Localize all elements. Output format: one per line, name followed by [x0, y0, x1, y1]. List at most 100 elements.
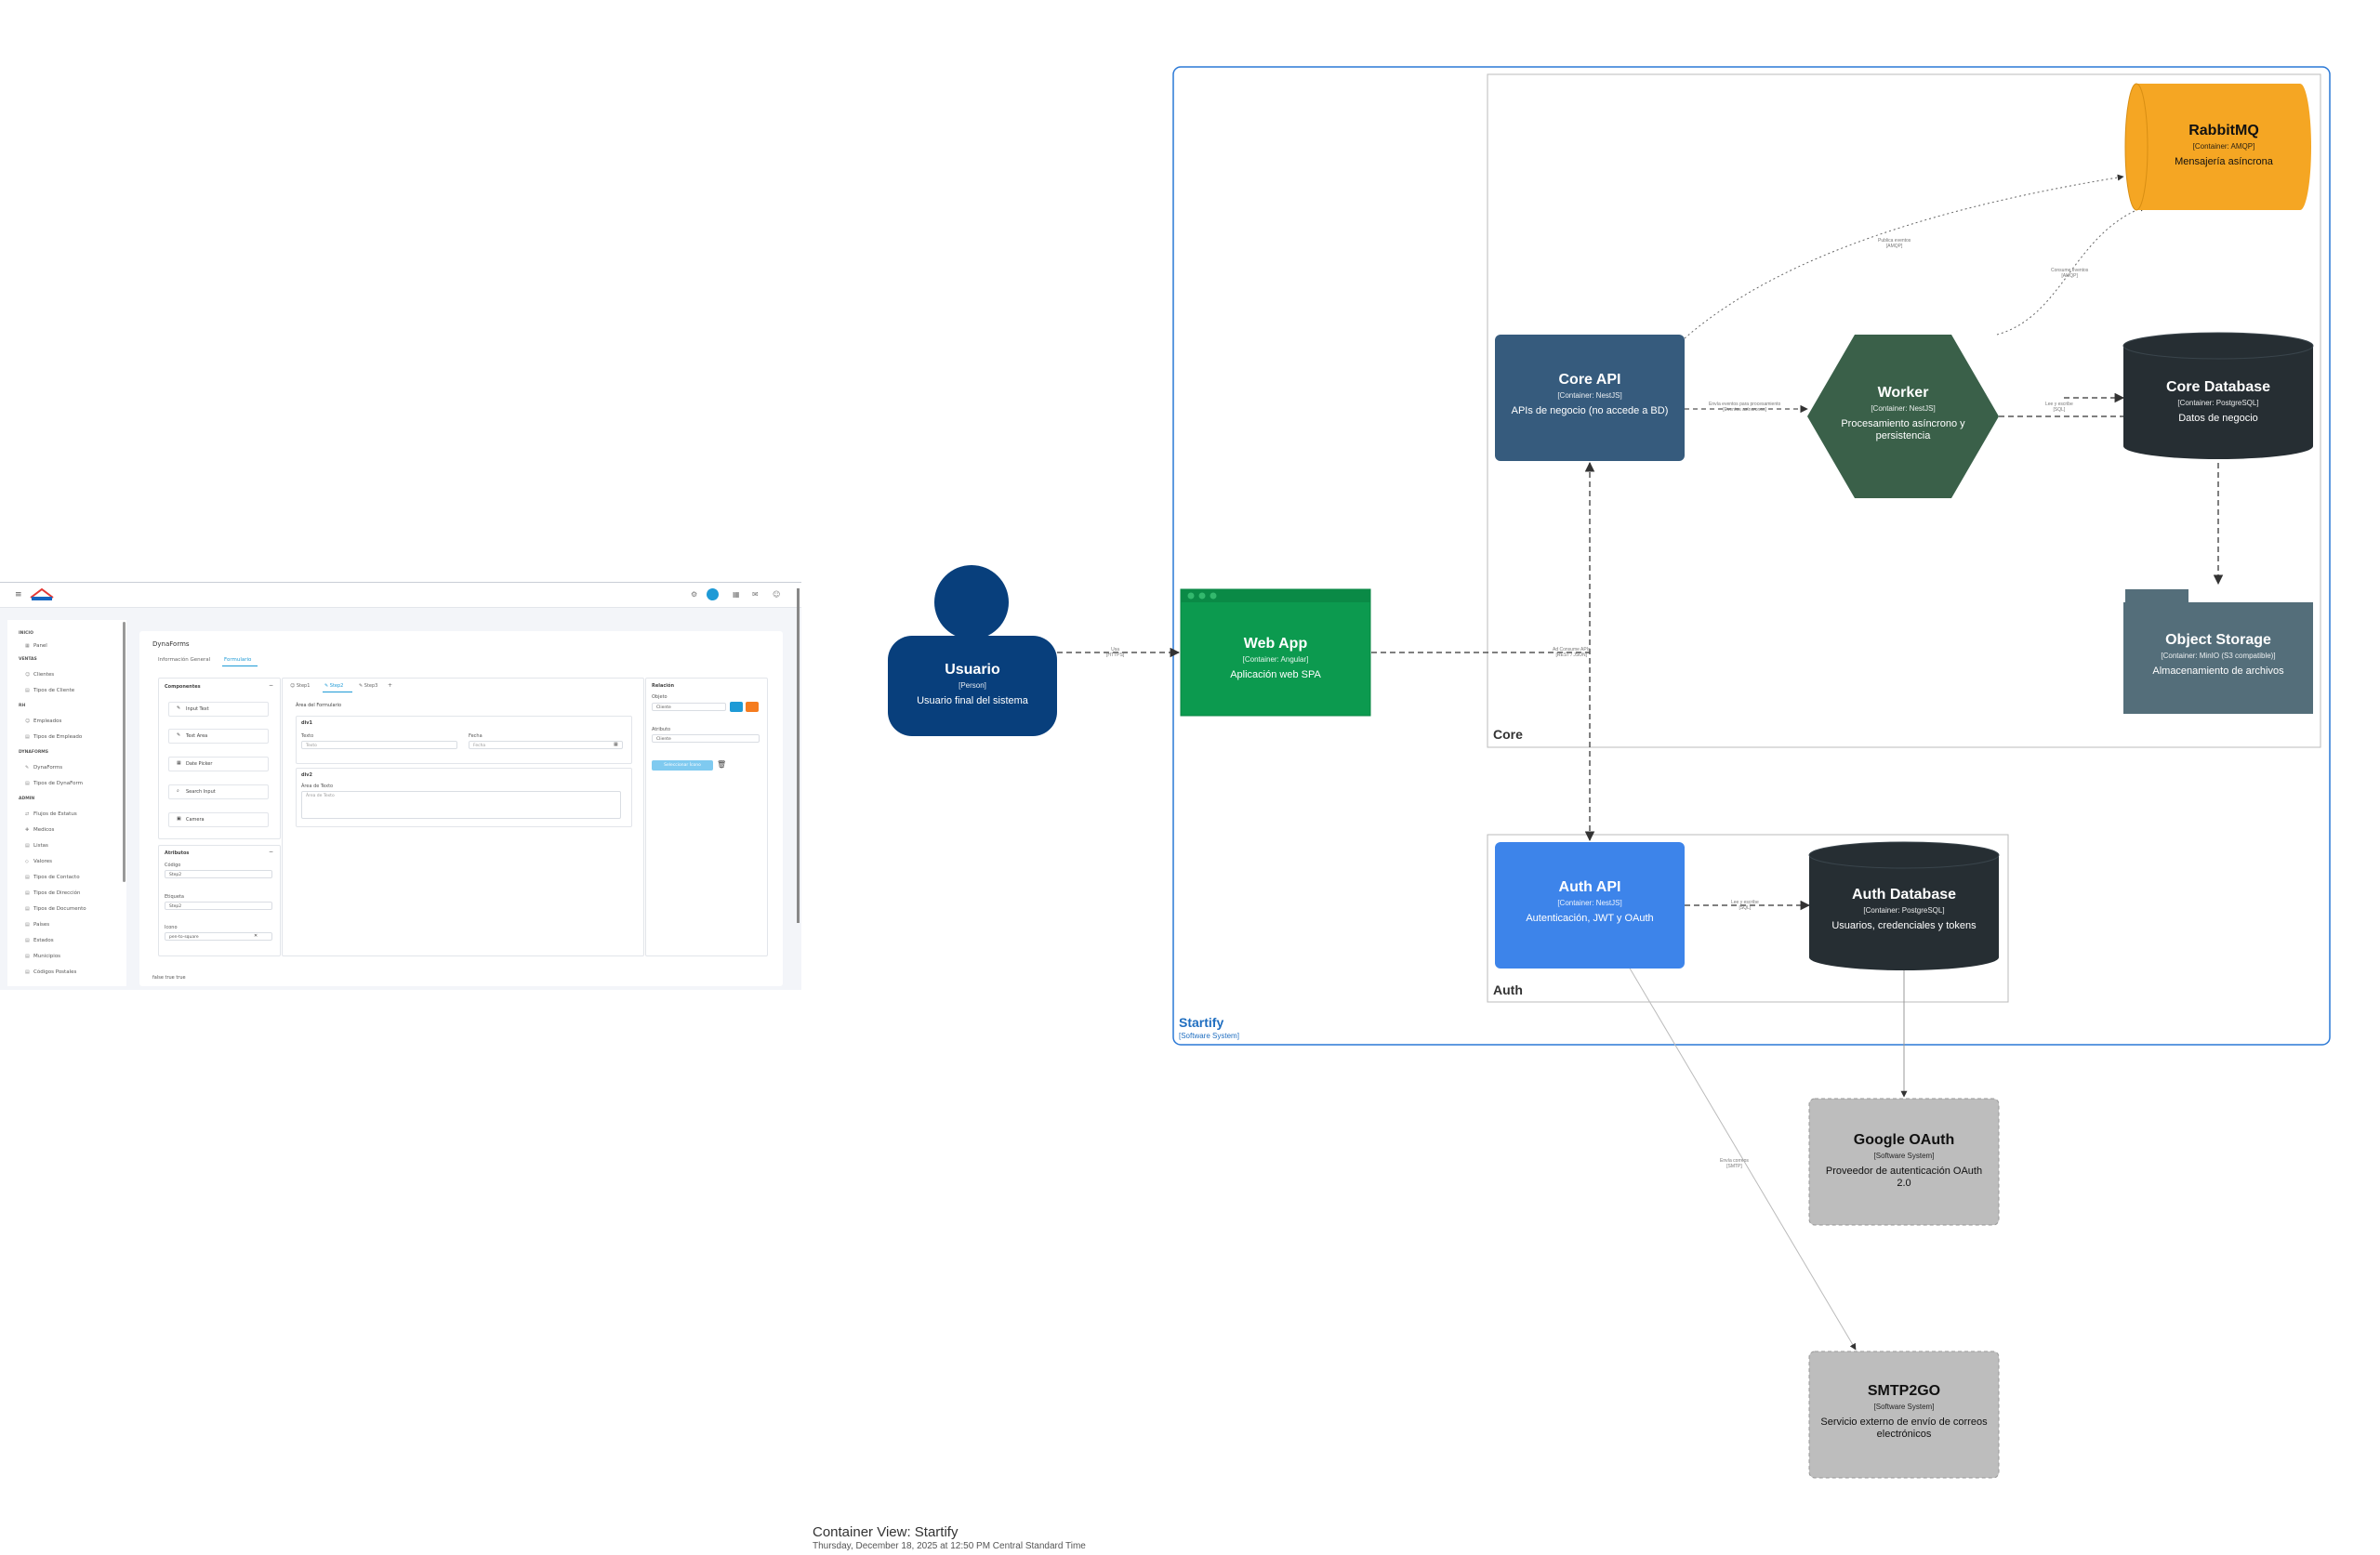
sidebar-item-valores[interactable]: ◇Valores [25, 859, 52, 864]
add-button[interactable] [746, 702, 759, 712]
edge-authapi-smtp [1628, 966, 1857, 1351]
texto-label: Texto [301, 733, 314, 739]
auth-db-node: Auth Database [Container: PostgreSQL] Us… [1809, 887, 1999, 932]
objeto-label: Objeto [652, 694, 668, 700]
core-db-desc: Datos de negocio [2178, 413, 2258, 424]
step-tab-1[interactable]: ☺ Step1 [290, 683, 311, 689]
edge-label-core-worker: Envía eventos para procesamiento [Evento… [1709, 402, 1781, 413]
inbox-icon[interactable]: ✉ [752, 590, 759, 599]
atributo-select[interactable]: Cliente [652, 734, 760, 743]
sidebar-item-tipos-empleado[interactable]: ▤Tipos de Empleado [25, 734, 83, 740]
component-input-text[interactable]: ✎Input Text [168, 702, 269, 717]
component-camera[interactable]: ▣Camera [168, 812, 269, 827]
menu-icon[interactable]: ≡ [15, 590, 22, 600]
auth-boundary [1487, 834, 2009, 1003]
auth-db-title: Auth Database [1851, 887, 1957, 903]
users-icon: ☺ [25, 672, 31, 678]
sidebar-item-codigos-postales[interactable]: ▤Códigos Postales [25, 969, 77, 975]
core-api-node: Core API [Container: NestJS] APIs de neg… [1495, 372, 1685, 417]
worker-type: [Container: NestJS] [1871, 404, 1936, 413]
select-icon-button[interactable]: Seleccionar Ícono [652, 760, 713, 771]
add-step-icon[interactable]: + [388, 682, 393, 689]
core-db-node: Core Database [Container: PostgreSQL] Da… [2123, 379, 2313, 425]
fecha-label: Fecha [469, 733, 483, 739]
clear-icon[interactable]: ✕ [254, 933, 258, 939]
active-circle-icon[interactable] [707, 588, 719, 600]
sidebar-item-tipos-dynaform[interactable]: ▤Tipos de DynaForm [25, 781, 84, 786]
date-picker-icon[interactable]: ▦ [614, 742, 618, 747]
div2-container: div2 Área de Texto Área de Texto [296, 768, 632, 827]
flow-icon: ⇄ [25, 811, 30, 817]
icono-select[interactable]: pen-to-square [165, 932, 272, 941]
google-oauth-desc: Proveedor de autenticación OAuth 2.0 [1825, 1166, 1983, 1189]
component-date-picker[interactable]: ▦Date Picker [168, 757, 269, 771]
form-area-title: Área del Formulario [296, 703, 342, 708]
user-icon[interactable]: ☺ [773, 590, 781, 599]
sidebar-scrollbar[interactable] [123, 622, 126, 882]
search-button[interactable] [730, 702, 743, 712]
sidebar-item-estados[interactable]: ▤Estados [25, 938, 54, 943]
sidebar-item-tipos-documento[interactable]: ▤Tipos de Documento [25, 906, 86, 912]
object-storage-type: [Container: MinIO (S3 compatible)] [2161, 652, 2276, 660]
tag-icon: ◇ [25, 859, 29, 864]
auth-boundary-title: Auth [1493, 982, 1523, 997]
sidebar-section-inicio: INICIO [19, 631, 33, 636]
sidebar-item-tipos-cliente[interactable]: ▤Tipos de Cliente [25, 688, 75, 693]
list-icon: ▤ [25, 954, 30, 959]
list-icon: ▤ [25, 938, 30, 943]
codigo-field[interactable]: Step2 [165, 870, 272, 878]
rabbitmq-title: RabbitMQ [2188, 123, 2259, 138]
step-tab-3[interactable]: ✎ Step3 [359, 683, 378, 689]
list-icon: ▤ [25, 734, 30, 740]
sidebar-item-tipos-contacto[interactable]: ▤Tipos de Contacto [25, 875, 80, 880]
usuario-head [934, 565, 1009, 639]
sidebar-item-tipos-direccion[interactable]: ▤Tipos de Dirección [25, 890, 81, 896]
collapse-icon[interactable]: − [269, 849, 274, 855]
collapse-icon[interactable]: − [269, 682, 274, 689]
component-text-area[interactable]: ✎Text Area [168, 729, 269, 744]
components-card: Componentes − ✎Input Text ✎Text Area ▦Da… [158, 678, 281, 839]
sidebar-item-municipios[interactable]: ▤Municipios [25, 954, 61, 959]
worker-node: Worker [Container: NestJS] Procesamiento… [1835, 385, 1971, 442]
sidebar-item-paises[interactable]: ▤Países [25, 922, 50, 928]
smtp2go-node: SMTP2GO [Software System] Servicio exter… [1818, 1383, 1990, 1441]
sidebar-item-clientes[interactable]: ☺Clientes [25, 672, 55, 678]
sidebar-item-flujos[interactable]: ⇄Flujos de Estatus [25, 811, 77, 817]
sidebar-item-medicos[interactable]: ✚Medicos [25, 827, 55, 833]
auth-db-cylinder [1809, 842, 1999, 970]
right-scrollbar[interactable] [797, 588, 800, 923]
tab-informacion-general[interactable]: Información General [158, 657, 211, 663]
div1-label: div1 [301, 720, 313, 726]
etiqueta-field[interactable]: Step2 [165, 902, 272, 910]
worker-hexagon [1807, 335, 1999, 498]
step-tab-2[interactable]: ✎ Step2 [324, 683, 344, 689]
sidebar-section-dynaforms: DYNAFORMS [19, 750, 48, 755]
sidebar-item-dynaforms[interactable]: ✎DynaForms [25, 765, 63, 771]
web-app-titlebar [1181, 589, 1370, 602]
edge-label-usuario-webapp: Usa [HTTPS] [1106, 647, 1125, 658]
edge-label-worker-rabbit: Consume eventos [AMQP] [2051, 268, 2089, 279]
worker-title: Worker [1877, 385, 1929, 401]
component-search-input[interactable]: ⌕Search Input [168, 784, 269, 799]
fecha-input[interactable]: Fecha [469, 741, 623, 749]
div1-container: div1 Texto Texto Fecha Fecha ▦ [296, 716, 632, 764]
settings-icon[interactable]: ⚙ [691, 590, 698, 599]
area-textarea[interactable]: Área de Texto [301, 791, 621, 819]
sidebar-item-empleados[interactable]: ☺Empleados [25, 718, 62, 724]
form-area-card: ☺ Step1 ✎ Step2 ✎ Step3 + Área del Formu… [282, 678, 644, 956]
trash-icon[interactable]: 🗑 [717, 760, 727, 769]
core-db-cylinder-top [2122, 332, 2314, 360]
auth-api-desc: Autenticación, JWT y OAuth [1526, 913, 1654, 924]
calendar-icon[interactable]: ▦ [733, 590, 740, 599]
tab-formulario[interactable]: Formulario [224, 657, 252, 663]
sidebar-item-listas[interactable]: ▤Listas [25, 843, 48, 849]
sidebar-item-panel[interactable]: ▦Panel [25, 643, 47, 649]
pen-icon: ✎ [177, 705, 181, 711]
objeto-select[interactable]: Cliente [652, 703, 726, 711]
app-screenshot: ≡ ⚙ ▦ ✉ ☺ INICIO ▦Panel VENTAS ☺Clientes… [0, 582, 801, 990]
edge-label-worker-db: Lee y escribe [SQL] [2045, 402, 2073, 413]
auth-api-title: Auth API [1558, 879, 1621, 895]
usuario-desc: Usuario final del sistema [917, 695, 1028, 706]
texto-input[interactable]: Texto [301, 741, 457, 749]
